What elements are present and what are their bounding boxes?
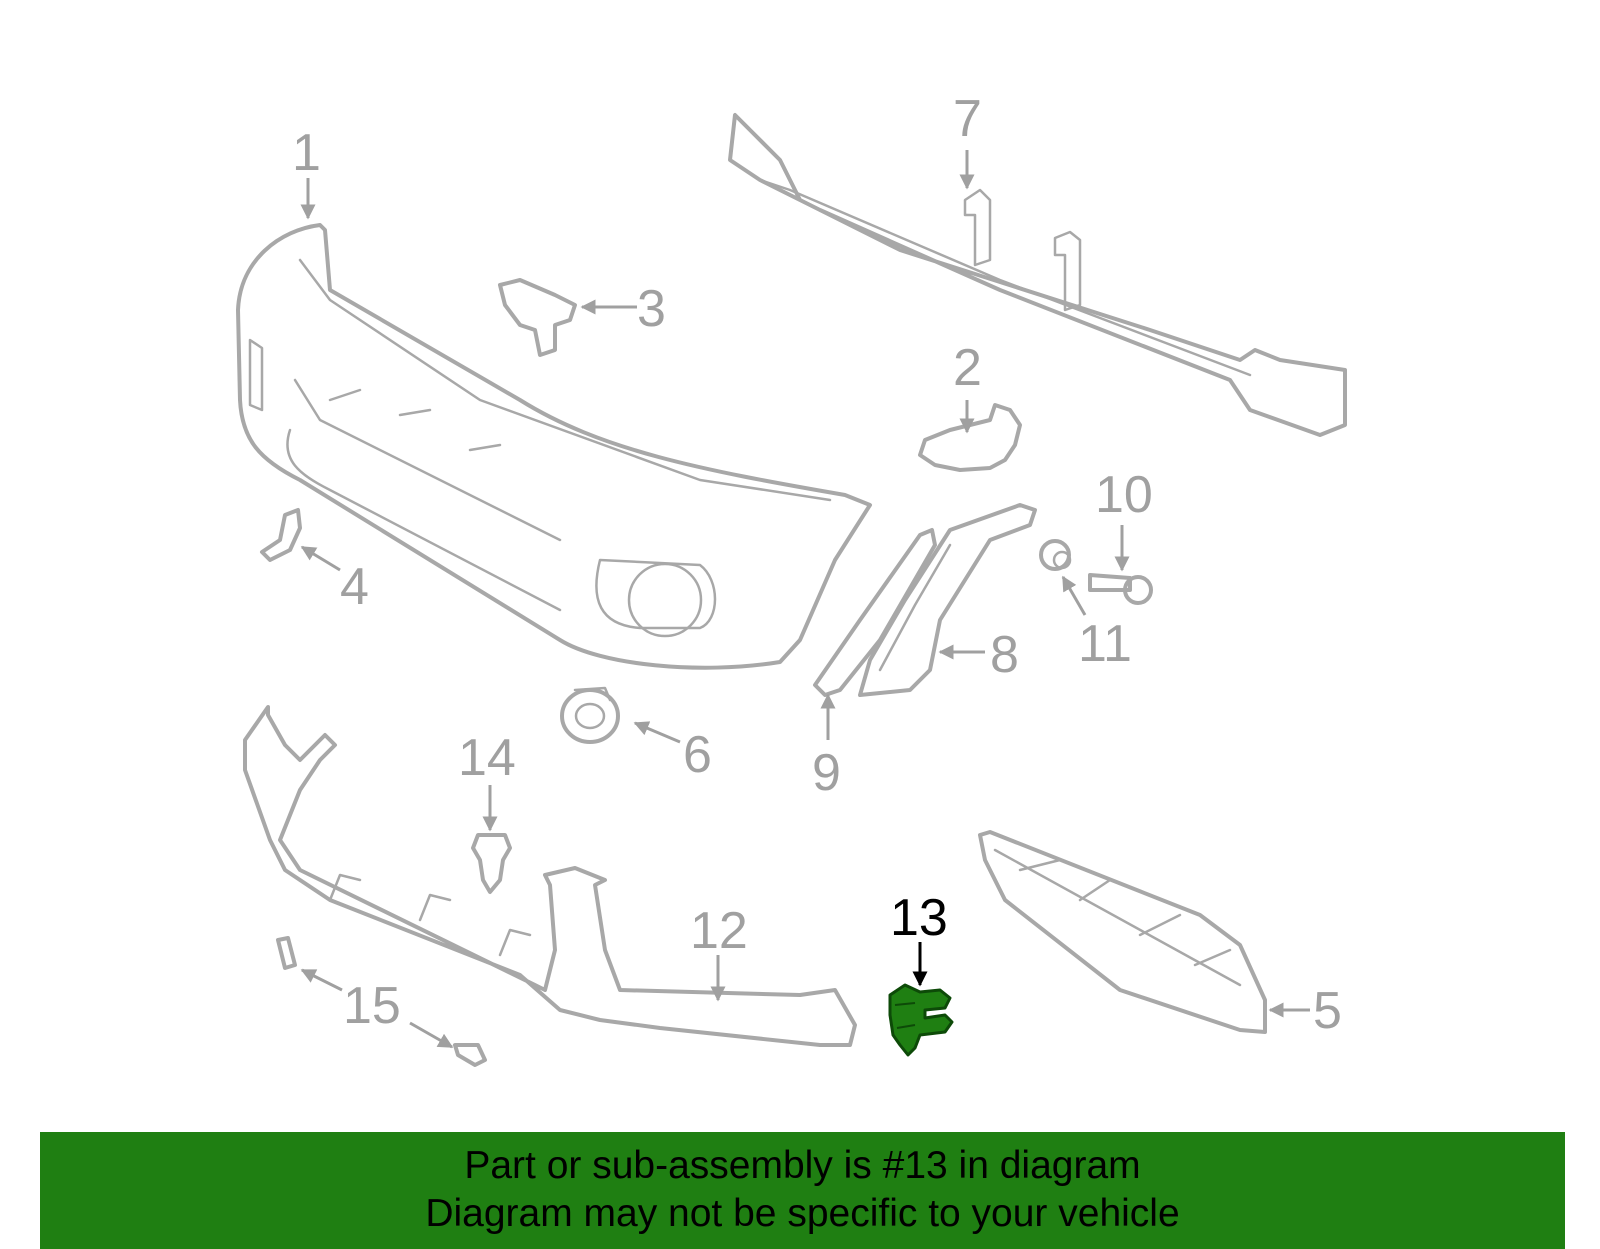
highlighted-bracket-part-13 xyxy=(888,983,954,1057)
callout-2: 2 xyxy=(953,339,982,397)
leader-lines xyxy=(300,150,1310,1049)
reinforcement-bar-part xyxy=(728,113,1347,437)
callout-6: 6 xyxy=(683,726,712,784)
callout-10: 10 xyxy=(1095,466,1153,524)
bracket-part-2 xyxy=(918,403,1022,472)
side-spacer-part-8 xyxy=(858,503,1037,697)
callout-12: 12 xyxy=(690,902,748,960)
callout-15: 15 xyxy=(343,977,401,1035)
clip-part-15 xyxy=(276,936,487,1067)
banner-line-2: Diagram may not be specific to your vehi… xyxy=(425,1192,1180,1235)
callout-8: 8 xyxy=(990,626,1019,684)
seal-strip-part-9 xyxy=(813,528,937,697)
callout-3: 3 xyxy=(637,280,666,338)
callout-11: 11 xyxy=(1078,615,1132,673)
callout-13: 13 xyxy=(890,889,948,947)
callout-7: 7 xyxy=(953,90,982,148)
callout-4: 4 xyxy=(340,558,369,616)
banner-line-1: Part or sub-assembly is #13 in diagram xyxy=(464,1144,1141,1187)
energy-absorber-part-12 xyxy=(243,705,857,1047)
bolt-part-10 xyxy=(1088,573,1153,605)
info-banner: Part or sub-assembly is #13 in diagram D… xyxy=(40,1132,1565,1249)
clip-part-4 xyxy=(260,508,302,562)
callout-9: 9 xyxy=(812,744,841,802)
push-pin-part-14 xyxy=(471,833,512,894)
callout-labels: 1 2 3 4 5 6 7 8 9 10 11 12 13 14 15 xyxy=(292,90,1342,1040)
bumper-cover-part xyxy=(236,223,872,670)
callout-1: 1 xyxy=(292,124,321,182)
fog-lamp-part-6 xyxy=(560,686,620,744)
bracket-part-3 xyxy=(498,278,577,357)
lower-grille-part-5 xyxy=(978,830,1267,1034)
callout-5: 5 xyxy=(1313,982,1342,1040)
nut-part-11 xyxy=(1039,539,1072,571)
callout-14: 14 xyxy=(458,729,516,787)
